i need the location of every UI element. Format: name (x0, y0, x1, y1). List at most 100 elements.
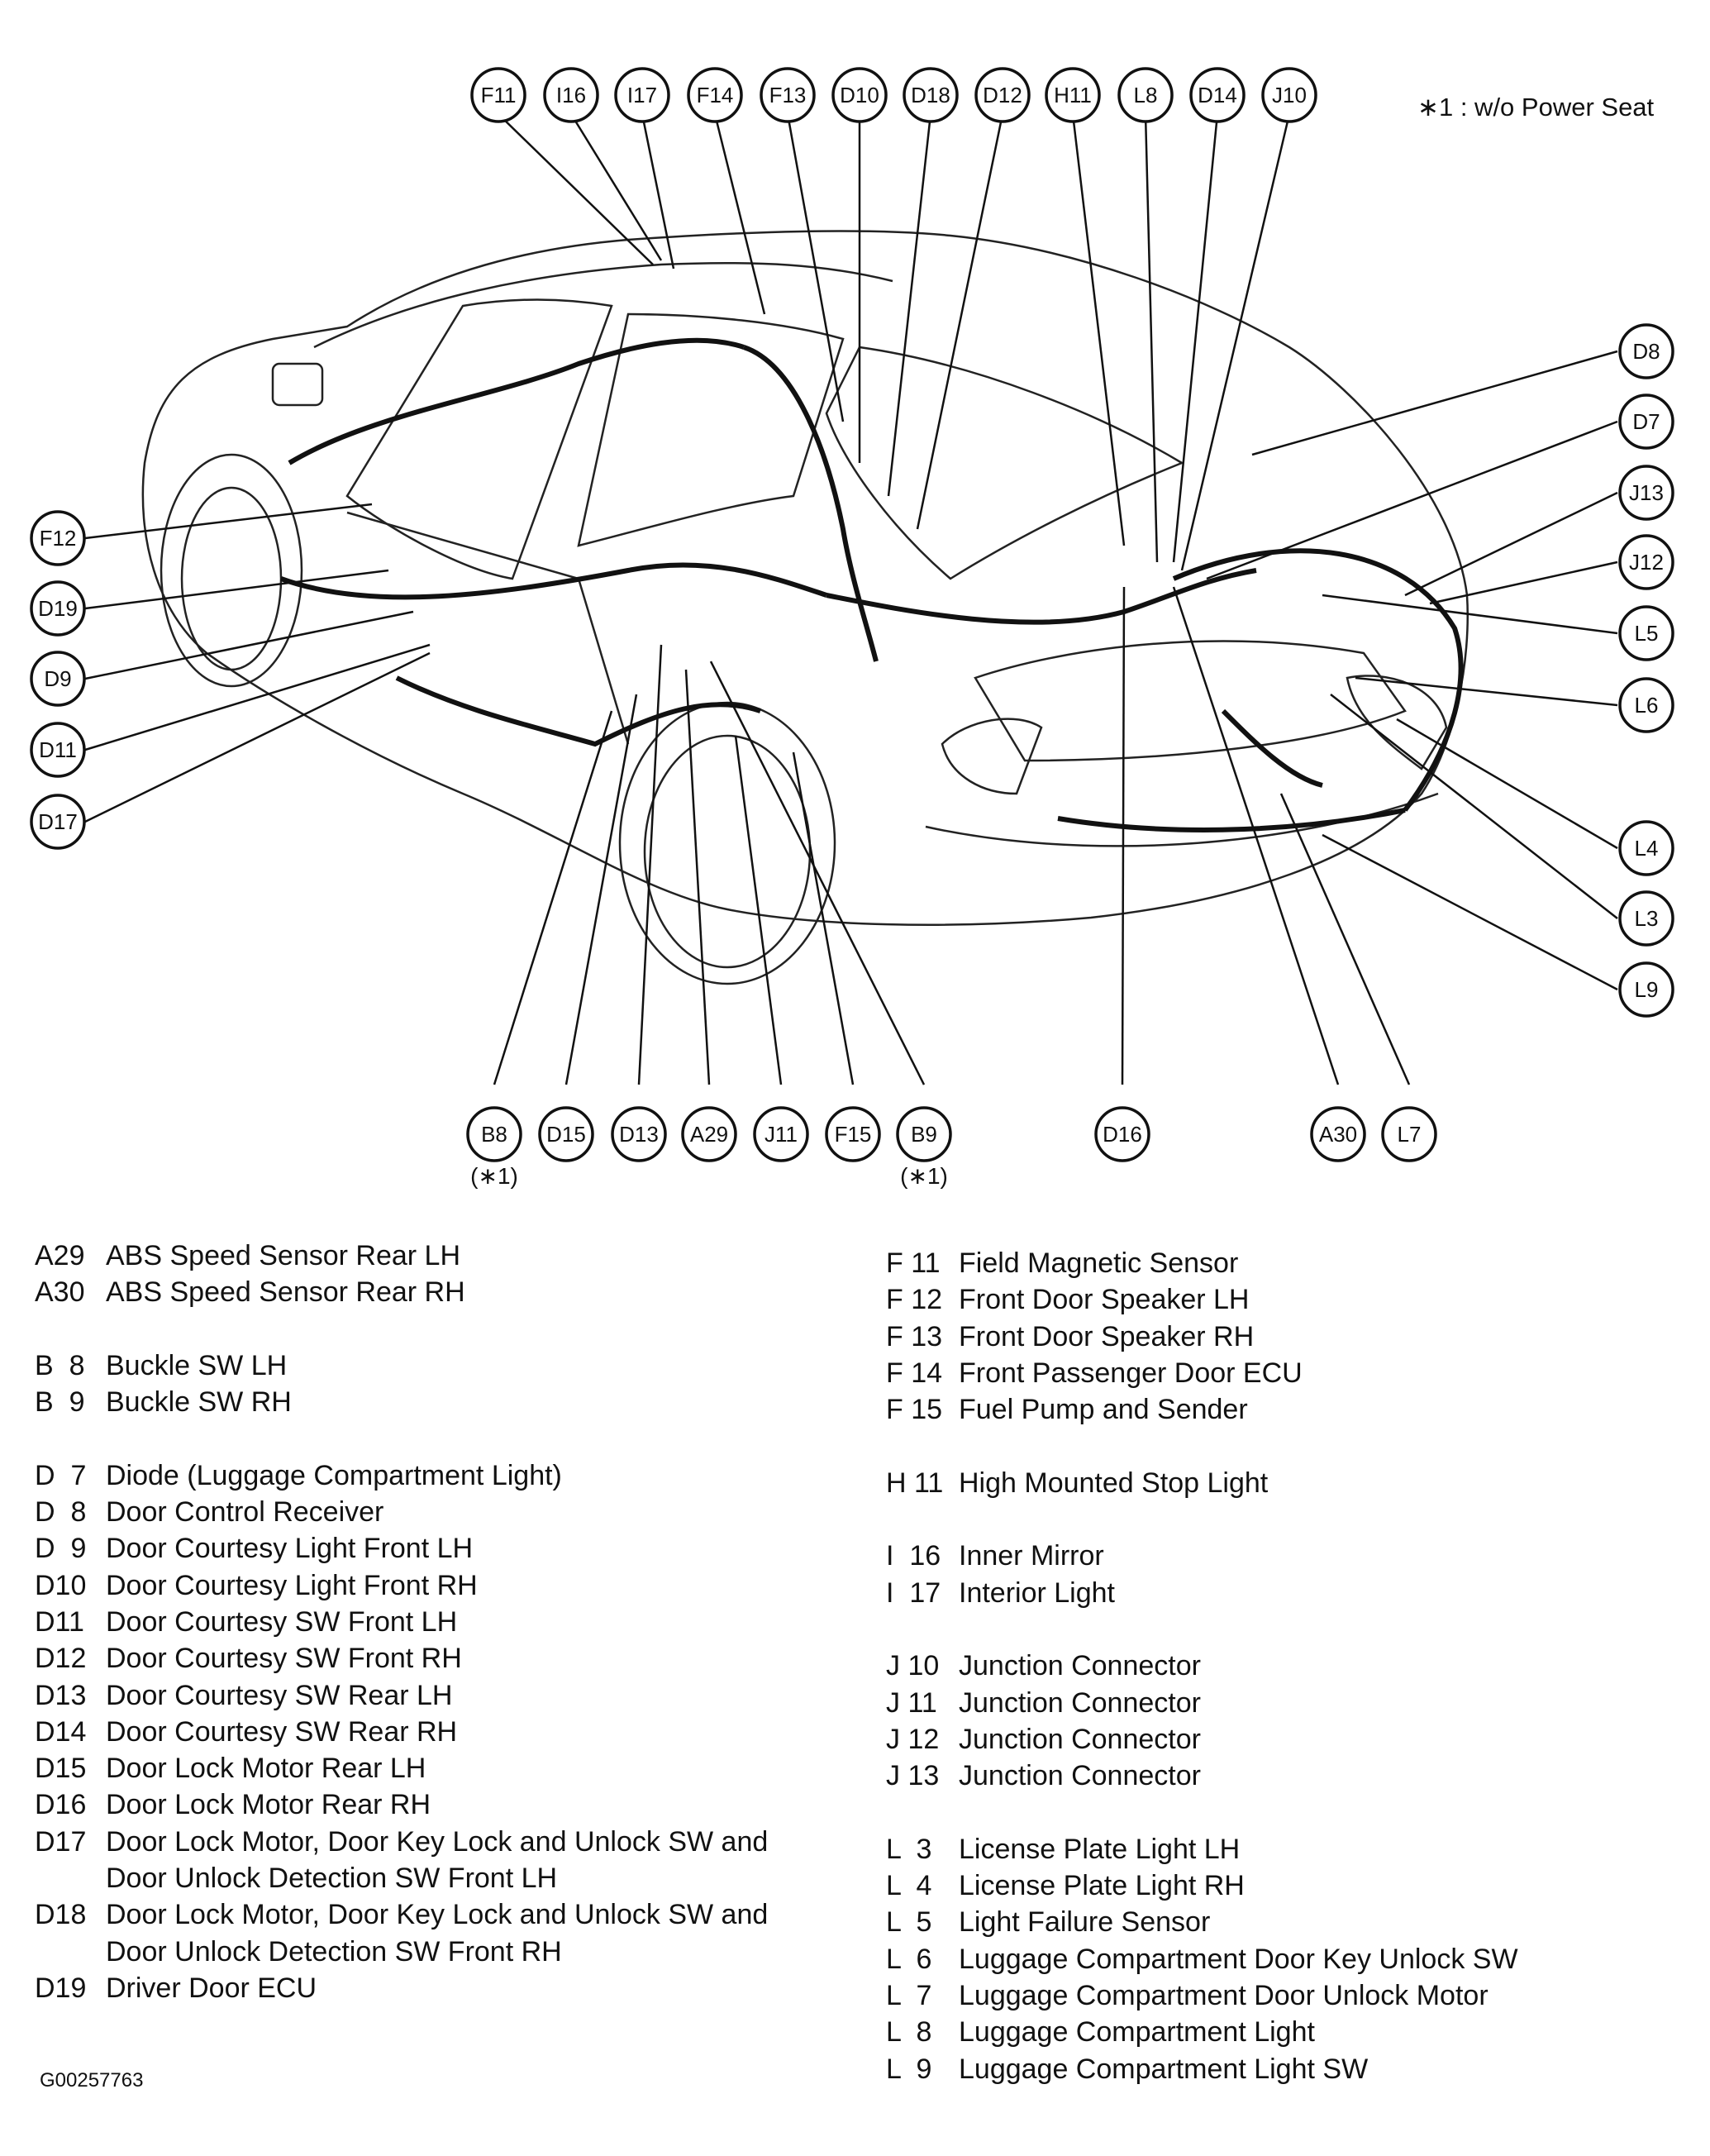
callout-label: L9 (1635, 977, 1659, 1002)
callout-d10: D10 (831, 67, 888, 123)
callout-label: F13 (769, 83, 807, 107)
callout-label: L4 (1635, 836, 1659, 861)
legend-description: Door Courtesy SW Rear RH (106, 1715, 458, 1748)
callout-label: I17 (627, 83, 657, 107)
legend-code: D10 (35, 1569, 87, 1601)
callout-j12: J12 (1618, 534, 1674, 590)
legend-description: Junction Connector (959, 1650, 1201, 1682)
legend-code: J 12 (886, 1723, 940, 1755)
callout-label: D17 (38, 809, 78, 834)
callout-d9: D9 (30, 651, 86, 707)
legend-gap (35, 1420, 768, 1457)
legend-description: Door Lock Motor, Door Key Lock and Unloc… (106, 1899, 769, 1931)
callout-d12: D12 (974, 67, 1031, 123)
callout-label: L8 (1134, 83, 1158, 107)
legend-gap (886, 1794, 1518, 1830)
callout-d15: D15 (538, 1106, 594, 1162)
callout-circle (614, 67, 670, 123)
legend-code: L 4 (886, 1870, 932, 1902)
callout-circle (825, 1106, 881, 1162)
callout-label: D13 (619, 1122, 659, 1147)
legend-code: D 8 (35, 1496, 87, 1529)
callout-circle (538, 1106, 594, 1162)
legend-description: Luggage Compartment Door Key Unlock SW (959, 1943, 1518, 1975)
callout-label: D9 (44, 666, 71, 691)
legend-description: Buckle SW LH (106, 1349, 288, 1381)
callout-label: D14 (1198, 83, 1237, 107)
callout-label: L7 (1398, 1122, 1422, 1147)
callout-circle (1117, 67, 1174, 123)
power-seat-note: ∗1 : w/o Power Seat (1417, 93, 1655, 122)
callout-circle (30, 510, 86, 566)
callout-l6: L6 (1618, 677, 1674, 733)
callout-circle (1618, 394, 1674, 450)
legend-code: F 11 (886, 1247, 941, 1279)
callout-a29: A29 (681, 1106, 737, 1162)
door-line (346, 511, 630, 745)
callout-circle (30, 580, 86, 637)
callout-d17: D17 (30, 794, 86, 850)
callout-label: J11 (764, 1122, 798, 1147)
legend-description: Door Courtesy SW Front LH (106, 1605, 458, 1638)
legend-code: D16 (35, 1789, 87, 1821)
callout-l8: L8 (1117, 67, 1174, 123)
callout-label: A30 (1319, 1122, 1357, 1147)
callout-circle (1618, 465, 1674, 521)
legend-code: H 11 (886, 1467, 944, 1499)
b8-star-note: (∗1) (470, 1163, 518, 1189)
legend-description: ABS Speed Sensor Rear RH (106, 1276, 465, 1309)
callout-label: H11 (1054, 83, 1092, 107)
callout-circle (1618, 890, 1674, 947)
car-body (141, 230, 1469, 985)
callout-f12: F12 (30, 510, 86, 566)
callout-circle (1618, 534, 1674, 590)
legend-description: Luggage Compartment Light SW (959, 2053, 1369, 2085)
legend-code: B 8 (35, 1349, 85, 1381)
callout-d19: D19 (30, 580, 86, 637)
callout-a30: A30 (1310, 1106, 1366, 1162)
legend-code: F 15 (886, 1394, 943, 1426)
legend-description: Light Failure Sensor (959, 1906, 1211, 1939)
callout-circle (1045, 67, 1101, 123)
callout-circle (1618, 820, 1674, 876)
callout-label: L5 (1635, 621, 1659, 646)
legend-description: Door Lock Motor Rear RH (106, 1789, 431, 1821)
legend-gap (35, 1311, 768, 1348)
b9-star-note: (∗1) (900, 1163, 948, 1189)
callout-circle (1618, 961, 1674, 1018)
roof-line (313, 261, 893, 349)
callout-d7: D7 (1618, 394, 1674, 450)
rear-window (825, 346, 1184, 580)
legend-description: Door Unlock Detection SW Front LH (106, 1863, 558, 1895)
legend-description: ABS Speed Sensor Rear LH (106, 1240, 461, 1271)
callout-circle (1618, 323, 1674, 379)
callout-label: F15 (835, 1122, 872, 1147)
callout-circle (1310, 1106, 1366, 1162)
legend-code: L 8 (886, 2016, 932, 2049)
legend-code (35, 1934, 106, 1970)
legend-gap (886, 1428, 1518, 1464)
legend-row: D16 Door Lock Motor Rear RH (35, 1786, 768, 1823)
legend-gap (886, 1501, 1518, 1538)
legend-code (35, 1860, 106, 1896)
legend-code: D19 (35, 1972, 87, 2004)
legend-code: F 13 (886, 1320, 943, 1352)
